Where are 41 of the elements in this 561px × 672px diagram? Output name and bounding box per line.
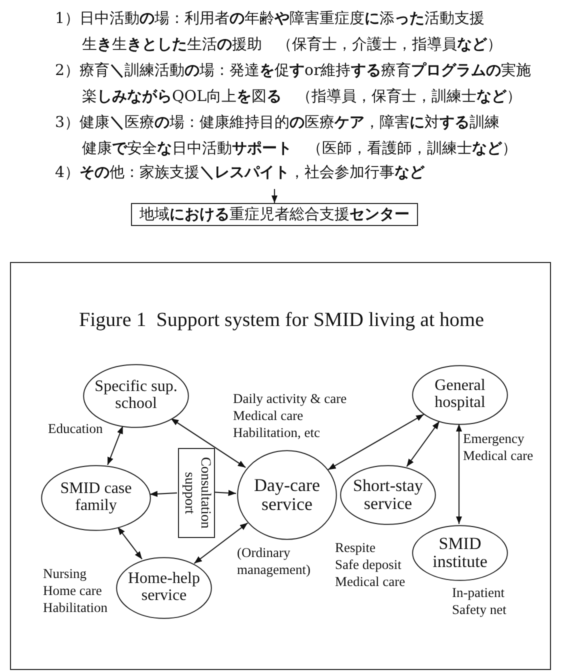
double-arrow xyxy=(328,414,424,470)
note-text: Nursing xyxy=(43,565,86,582)
list-item-text: 健康で安全な日中活動サポート （医師，看護師，訓練士など） xyxy=(82,138,517,158)
list-item-text: 2）療育＼訓練活動の場：発達を促すor維持する療育プログラムの実施 xyxy=(55,60,531,80)
double-arrow xyxy=(456,424,462,524)
arrow xyxy=(150,490,178,497)
note-text: (Ordinary management) xyxy=(237,544,312,578)
double-arrow xyxy=(194,522,248,564)
figure-frame xyxy=(10,262,551,670)
list-item-text: 4）その他：家族支援＼レスパイト，社会参加行事など xyxy=(55,162,425,182)
double-arrow xyxy=(117,526,142,560)
note-text: In-patient xyxy=(452,584,504,601)
center-name-box: 地域における重症児者総合支援センター xyxy=(131,203,418,226)
double-arrow xyxy=(406,421,440,467)
oval-node: Day-care service xyxy=(237,450,337,540)
note-text: Emergency xyxy=(463,430,524,447)
arrow xyxy=(214,490,236,496)
note-text: Medical care xyxy=(335,573,406,590)
double-arrow xyxy=(170,418,246,468)
double-arrow xyxy=(107,426,124,466)
note-text: Medical care xyxy=(233,407,304,424)
list-item-text: 1）日中活動の場：利用者の年齢や障害重症度に添った活動支援 xyxy=(55,8,485,28)
oval-node: SMID institute xyxy=(412,525,508,581)
note-text: Daily activity & care xyxy=(233,390,347,407)
oval-node: Home-help service xyxy=(116,557,212,619)
note-text: Safe deposit xyxy=(335,556,402,573)
oval-node: General hospital xyxy=(412,365,508,425)
oval-node: Short-stay service xyxy=(340,465,436,525)
note-text: Medical care xyxy=(463,447,534,464)
list-item-text: 生き生きとした生活の援助 （保育士，介護士，指導員など） xyxy=(82,34,502,54)
note-text: Habilitation, etc xyxy=(233,424,320,441)
arrow xyxy=(271,189,278,203)
note-text: Home care xyxy=(43,582,102,599)
figure-title: Figure 1 Support system for SMID living at home xyxy=(78,309,485,332)
note-text: Safety net xyxy=(452,601,506,618)
note-text: Habilitation xyxy=(43,599,108,616)
oval-node: SMID case family xyxy=(41,465,151,531)
list-item-text: 楽しみながらQOL向上を図る （指導員，保育士，訓練士など） xyxy=(82,86,522,106)
consultation-box: Consultation support xyxy=(178,448,215,538)
note-text: Respite xyxy=(335,539,376,556)
list-item-text: 3）健康＼医療の場：健康維持目的の医療ケア，障害に対する訓練 xyxy=(55,112,500,132)
